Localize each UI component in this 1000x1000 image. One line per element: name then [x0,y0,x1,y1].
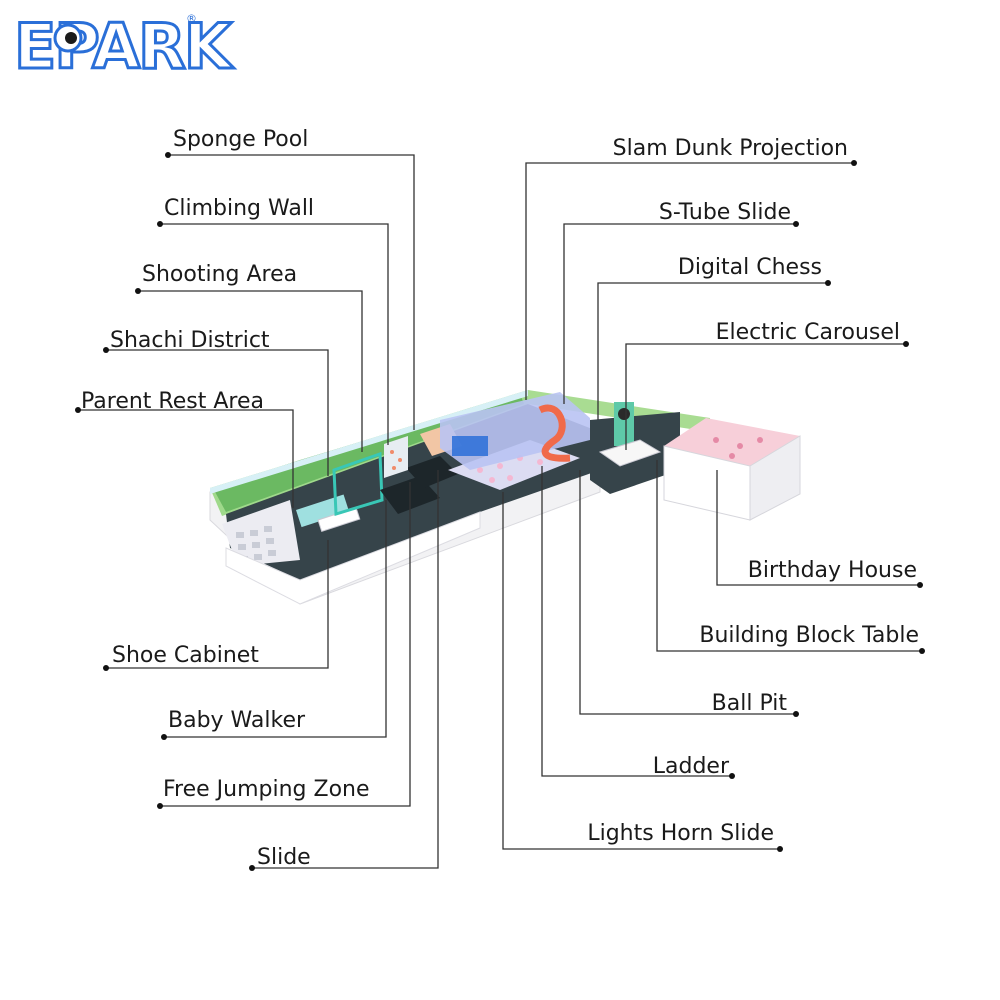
label-s-tube-slide: S-Tube Slide [659,200,791,225]
dot-icon [825,280,831,286]
leader-birthday-house [716,470,920,586]
label-sponge-pool: Sponge Pool [173,127,308,152]
dot-icon [777,846,783,852]
dot-icon [103,665,109,671]
leader-ladder [541,466,732,777]
dot-icon [249,865,255,871]
leader-shooting-area [138,290,363,452]
leader-shoe-cabinet [106,540,329,669]
leader-building-block-table [656,460,922,652]
leader-climbing-wall [160,223,389,445]
dot-icon [729,773,735,779]
dot-icon [851,160,857,166]
epark-logo: EPARK ® [13,9,238,85]
label-electric-carousel: Electric Carousel [716,320,900,345]
dot-icon [165,152,171,158]
structure-sign [452,436,488,456]
dot-icon [919,648,925,654]
leader-lines [78,154,922,869]
dot-icon [793,711,799,717]
label-ladder: Ladder [653,754,730,779]
birthday-house-shape [663,418,801,521]
leader-shachi-district [106,349,329,476]
label-slam-dunk-projection: Slam Dunk Projection [613,136,848,161]
label-slide: Slide [257,845,311,870]
label-baby-walker: Baby Walker [168,708,306,733]
label-birthday-house: Birthday House [748,558,917,583]
leader-free-jumping-zone [160,482,411,807]
dot-icon [135,288,141,294]
dot-icon [75,407,81,413]
label-digital-chess: Digital Chess [678,255,822,280]
leader-ball-pit [579,470,796,715]
climbing-wall-panel [384,436,408,478]
eye-icon [53,23,83,53]
dot-icon [161,734,167,740]
front-wall [225,511,481,605]
leader-baby-walker [164,500,387,738]
label-building-block-table: Building Block Table [699,623,919,648]
mural-wall-sky [210,390,528,494]
dot-icon [903,341,909,347]
park-illustration [209,390,801,605]
label-free-jumping-zone: Free Jumping Zone [163,777,370,802]
shachi-frame [332,451,384,516]
logo-text: EPARK [14,10,234,83]
leader-s-tube-slide [563,223,796,404]
registered-mark: ® [186,12,197,25]
label-climbing-wall: Climbing Wall [164,196,314,221]
dot-icon [103,347,109,353]
label-shoe-cabinet: Shoe Cabinet [112,643,259,668]
leader-sponge-pool [168,154,415,430]
labels: Sponge Pool Climbing Wall Shooting Area … [81,127,919,870]
label-shachi-district: Shachi District [110,328,270,353]
s-tube-slide-shape [538,404,571,462]
label-ball-pit: Ball Pit [712,691,788,716]
leader-parent-rest-area [78,409,294,508]
label-lights-horn-slide: Lights Horn Slide [587,821,774,846]
leader-lights-horn-slide [502,492,780,850]
leader-digital-chess [597,282,828,420]
label-parent-rest-area: Parent Rest Area [81,389,264,414]
leader-slide [252,470,439,869]
dot-icon [917,582,923,588]
leader-slam-dunk-projection [525,162,854,400]
dot-icon [157,221,163,227]
leader-electric-carousel [625,343,906,450]
leader-dots [75,152,925,871]
dot-icon [793,221,799,227]
dot-icon [157,803,163,809]
label-shooting-area: Shooting Area [142,262,297,287]
building-block-table-shape [598,439,662,467]
